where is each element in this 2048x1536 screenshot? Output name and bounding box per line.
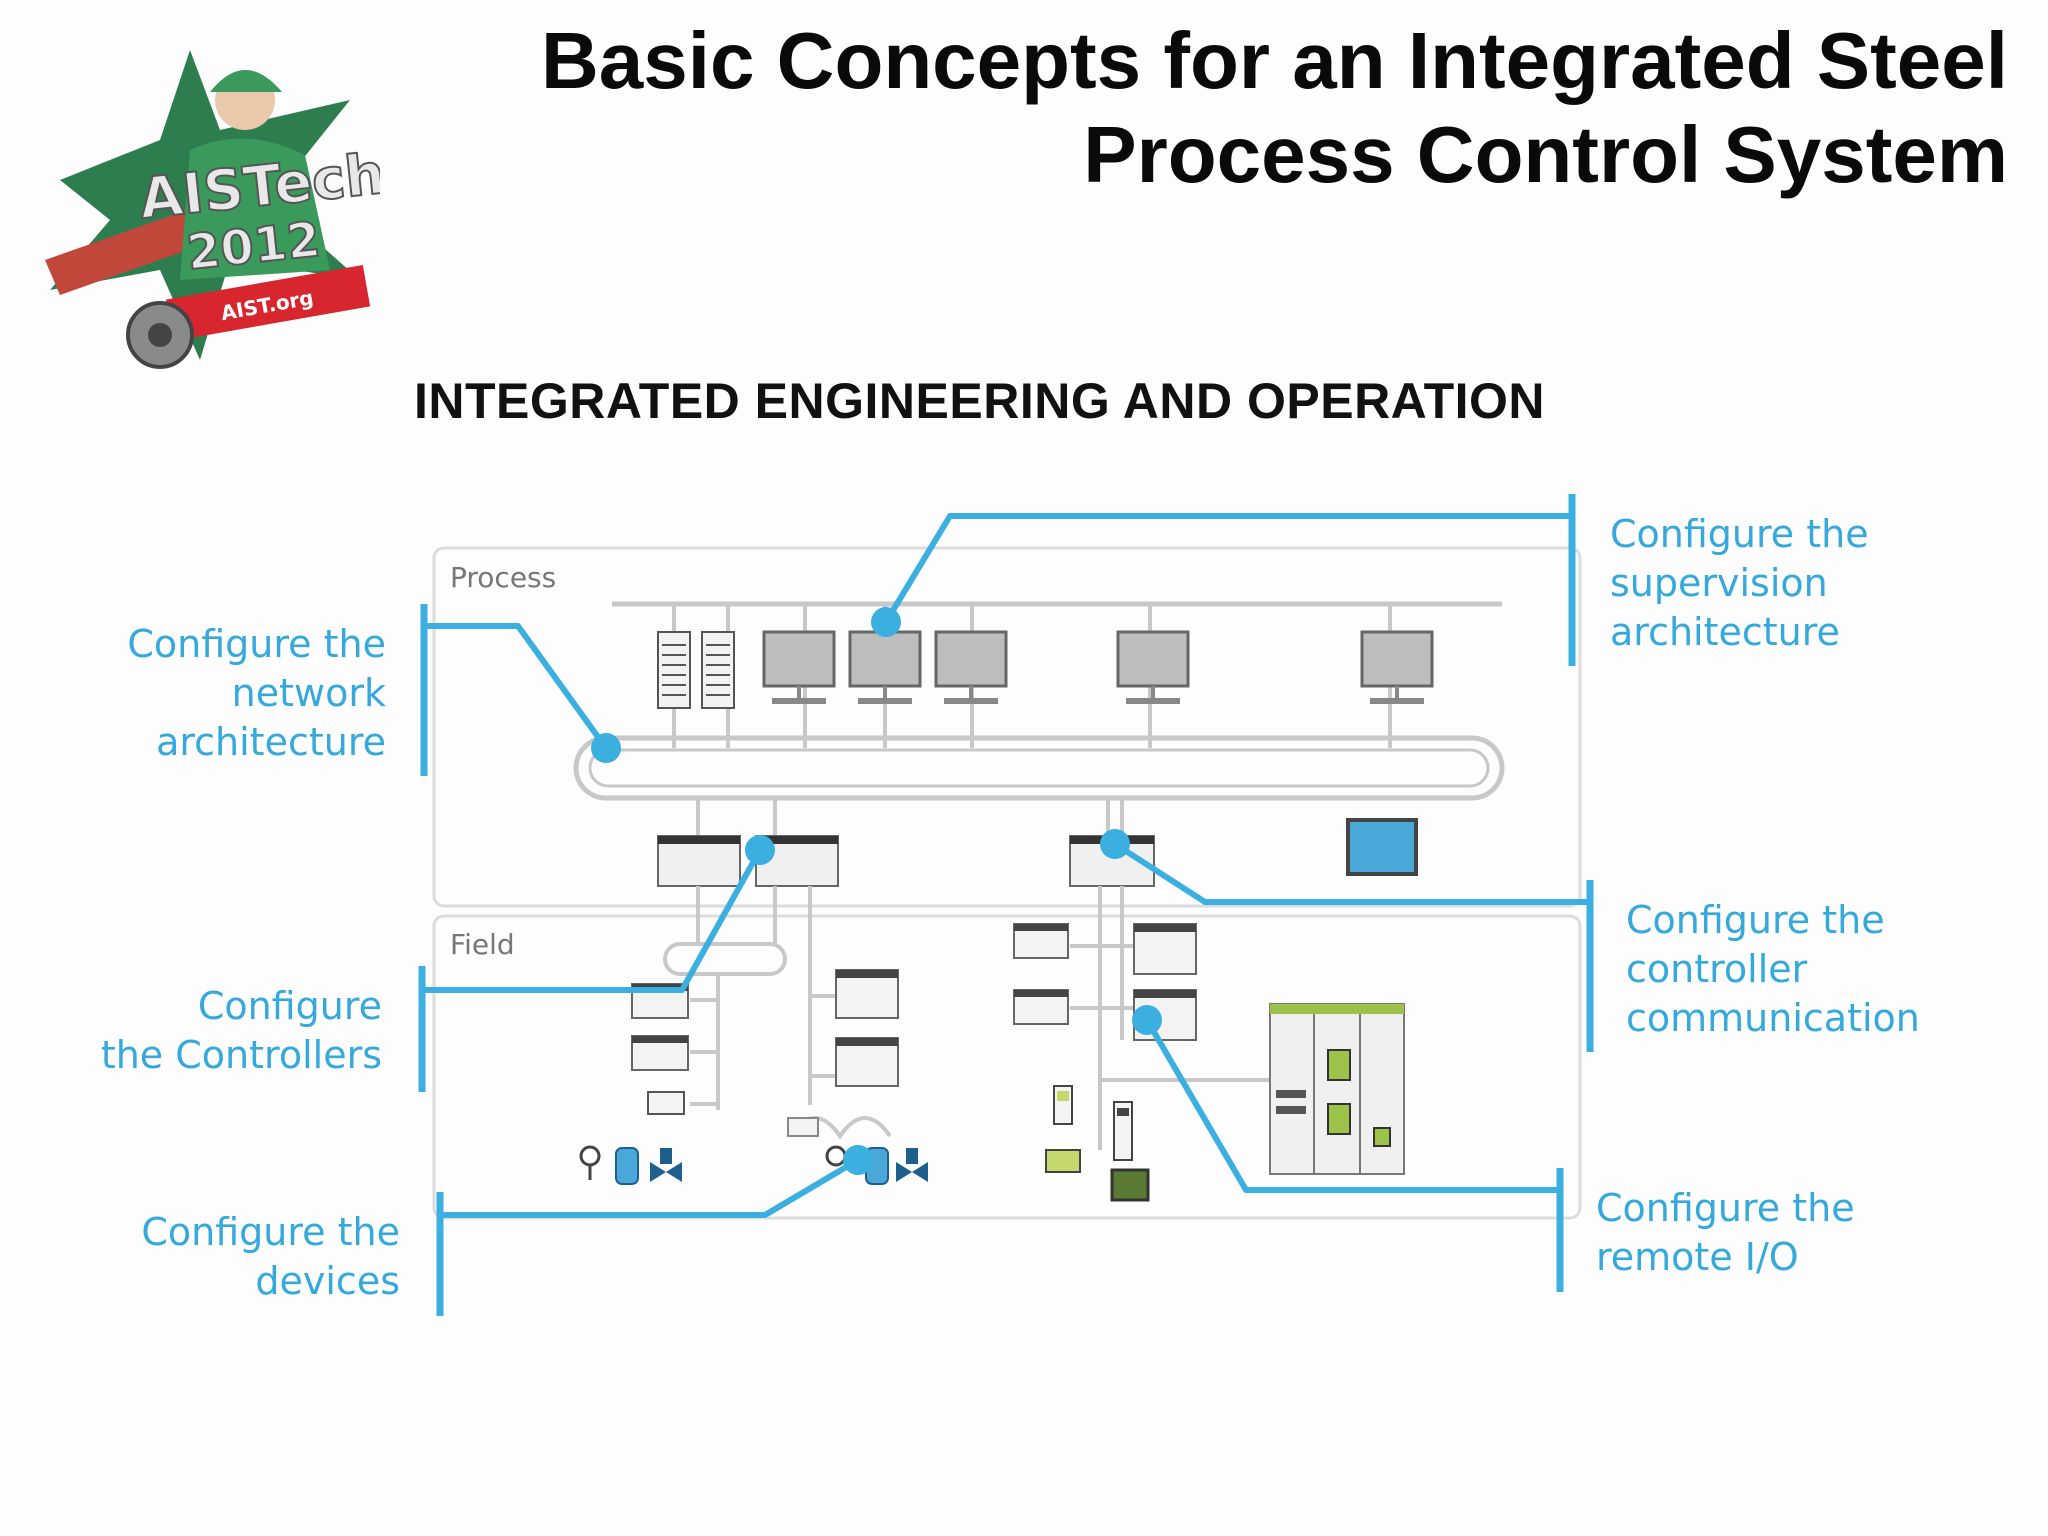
field-devices-left [579, 1145, 682, 1185]
process-panel-label: Process [450, 561, 556, 594]
process-panel [432, 546, 1582, 908]
io-rack-4 [835, 969, 899, 1019]
leader-supervision [883, 513, 1572, 624]
callout-dots [591, 607, 1162, 1175]
title-line-2: Process Control System [1083, 110, 2008, 199]
hmi-panel [1346, 818, 1418, 876]
field-panel-label: Field [450, 928, 515, 961]
leader-network [424, 623, 609, 750]
remote-io-rack-2 [631, 1035, 689, 1071]
field-devices-middle [787, 1117, 928, 1185]
leader-controllers [422, 848, 763, 993]
leader-remote-io [1144, 1018, 1560, 1193]
server-1 [657, 631, 691, 709]
server-2 [701, 631, 735, 709]
section-subtitle: INTEGRATED ENGINEERING AND OPERATION [414, 373, 1546, 429]
io-rack-8 [1133, 923, 1197, 975]
workstation-4 [1116, 630, 1190, 704]
motor-control-center [1269, 1003, 1405, 1175]
logo-steel-slab [45, 200, 230, 295]
logo-worker-body [180, 138, 330, 280]
leader-controller-communication [1113, 841, 1590, 905]
io-rack-6 [1013, 923, 1069, 959]
io-rack-5 [835, 1037, 899, 1087]
field-devices-right [1045, 1085, 1150, 1202]
callout-bars [418, 494, 1594, 1316]
aistech-2012-logo: AISTech 2012 AIST.org [40, 30, 389, 375]
title-line-1: Basic Concepts for an Integrated Steel [540, 16, 2008, 105]
leader-devices [440, 1157, 860, 1218]
controller-drops [696, 798, 1124, 836]
logo-hardhat [210, 70, 282, 92]
workstation-1 [762, 630, 836, 704]
workstation-3 [934, 630, 1008, 704]
workstation-5 [1360, 630, 1434, 704]
controller-rack-1 [657, 835, 741, 887]
field-panel [432, 914, 1582, 1220]
workstation-2 [848, 630, 922, 704]
io-rack-7 [1013, 989, 1069, 1025]
remote-io-module [647, 1091, 685, 1115]
logo-red-banner [165, 264, 371, 342]
callout-leaders [422, 513, 1590, 1218]
control-network-ring [573, 735, 1505, 801]
slide-title: Basic Concepts for an Integrated Steel P… [508, 14, 2008, 202]
